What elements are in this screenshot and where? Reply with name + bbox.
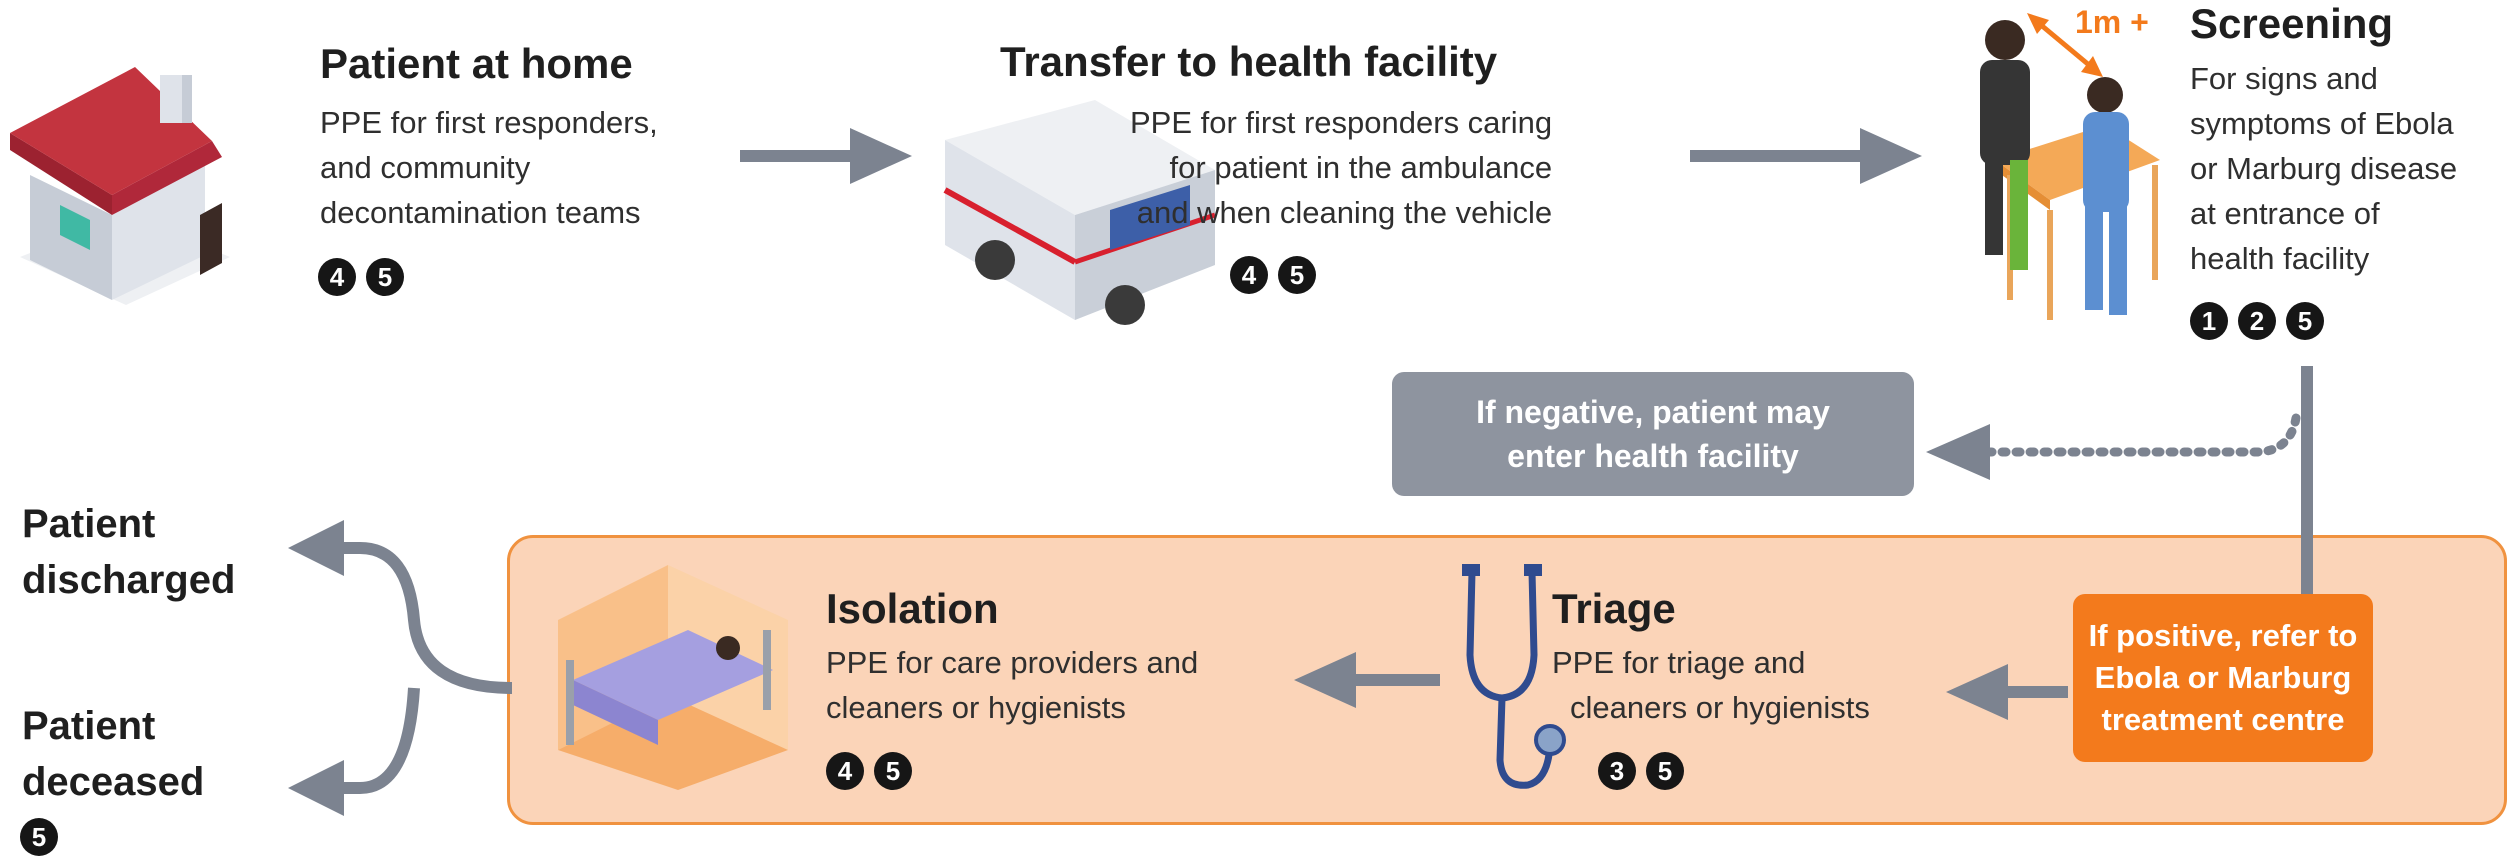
outcome-line: Patient <box>22 704 156 748</box>
home-title: Patient at home <box>320 40 633 87</box>
positive-line: Ebola or Marburg <box>2094 660 2352 695</box>
outcome-deceased: Patient deceased <box>22 698 204 810</box>
triage-title: Triage <box>1552 585 1676 632</box>
screening-line: health facility <box>2190 241 2370 276</box>
transfer-line: and when cleaning the vehicle <box>1136 195 1553 230</box>
triage-description: PPE for triage and cleaners or hygienist… <box>1552 640 1870 730</box>
outcome-discharged: Patient discharged <box>22 496 235 608</box>
positive-result-box: If positive, refer to Ebola or Marburg t… <box>2073 594 2373 762</box>
arrow-transfer-to-screening <box>1690 128 1922 184</box>
triage-line: cleaners or hygienists <box>1570 690 1870 725</box>
home-description: PPE for first responders, and community … <box>320 100 658 235</box>
arrow-outcomes-fork <box>288 520 513 816</box>
ppe-badge: 4 <box>318 258 356 296</box>
deceased-badge: 5 <box>20 818 58 856</box>
transfer-badges: 4 5 <box>1230 256 1316 294</box>
hospital-bed-icon <box>558 565 788 790</box>
isolation-description: PPE for care providers and cleaners or h… <box>826 640 1198 730</box>
ppe-badge: 5 <box>1278 256 1316 294</box>
ppe-badge: 5 <box>366 258 404 296</box>
transfer-description: PPE for first responders caring for pati… <box>1130 100 1552 235</box>
positive-line: treatment centre <box>2101 702 2345 737</box>
ambulance-icon <box>943 100 1216 325</box>
arrow-home-to-transfer <box>740 128 912 184</box>
screening-line: For signs and <box>2190 61 2378 96</box>
ppe-badge: 3 <box>1598 752 1636 790</box>
screening-title: Screening <box>2190 0 2394 47</box>
home-badges: 4 5 <box>318 258 404 296</box>
isolation-title: Isolation <box>826 585 999 632</box>
negative-line: enter health facility <box>1507 438 1799 474</box>
screening-line: at entrance of <box>2190 196 2380 231</box>
outcome-line: Patient <box>22 502 156 546</box>
screening-badges: 1 2 5 <box>2190 302 2324 340</box>
transfer-line: for patient in the ambulance <box>1169 150 1553 185</box>
ppe-badge: 2 <box>2238 302 2276 340</box>
triage-line: PPE for triage and <box>1552 645 1806 680</box>
transfer-title: Transfer to health facility <box>1000 38 1498 85</box>
outcome-line: deceased <box>22 760 205 804</box>
screening-people-icon <box>1980 13 2160 320</box>
ppe-badge: 1 <box>2190 302 2228 340</box>
transfer-line: PPE for first responders caring <box>1130 105 1553 140</box>
negative-line: If negative, patient may <box>1476 394 1830 430</box>
ppe-badge: 4 <box>826 752 864 790</box>
arrow-to-negative <box>1926 413 2301 480</box>
stethoscope-icon <box>1462 564 1566 789</box>
ppe-badge: 5 <box>2286 302 2324 340</box>
screening-description: For signs and symptoms of Ebola or Marbu… <box>2190 56 2457 281</box>
home-line: PPE for first responders, <box>320 105 658 140</box>
positive-line: If positive, refer to <box>2088 618 2358 653</box>
distance-label: 1m + <box>2075 4 2149 40</box>
ppe-badge: 4 <box>1230 256 1268 294</box>
isolation-line: PPE for care providers and <box>826 645 1199 680</box>
isolation-badges: 4 5 <box>826 752 912 790</box>
home-line: decontamination teams <box>320 195 641 230</box>
triage-badges: 3 5 <box>1598 752 1684 790</box>
ppe-badge: 5 <box>1646 752 1684 790</box>
outcome-line: discharged <box>22 558 236 602</box>
isolation-line: cleaners or hygienists <box>826 690 1126 725</box>
negative-result-box: If negative, patient may enter health fa… <box>1392 372 1914 496</box>
house-icon <box>10 67 230 305</box>
screening-line: or Marburg disease <box>2190 151 2458 186</box>
screening-line: symptoms of Ebola <box>2190 106 2454 141</box>
home-line: and community <box>320 150 531 185</box>
ppe-badge: 5 <box>874 752 912 790</box>
